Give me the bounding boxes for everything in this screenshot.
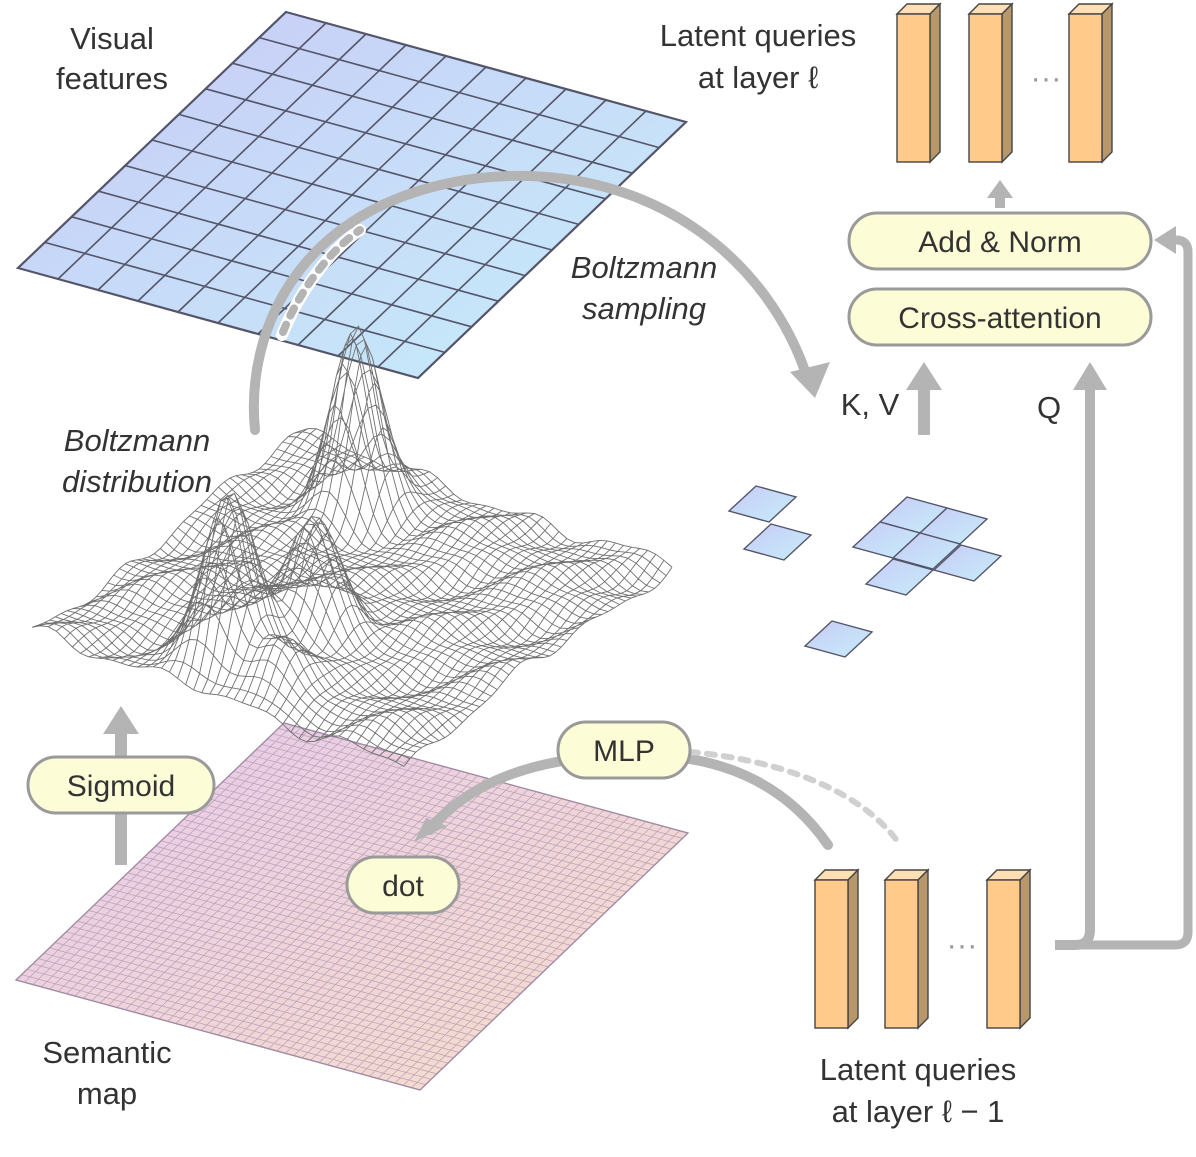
latent-top-label-line1: Latent queries [660,18,856,53]
latent-top-bar-side-face [1001,2,1013,164]
visual-features-label-line2: features [56,61,168,96]
connectors [103,170,1193,950]
wireframe-mesh-lines [31,325,673,767]
latent-top-bar-front-face [968,13,1003,163]
latent-queries-top [895,2,1114,164]
cross-attention-box: Cross-attention [847,287,1153,347]
boltzmann-distribution-label-line2: distribution [62,464,212,499]
residual-arrow [1075,235,1193,950]
residual-arrowhead [1154,226,1176,254]
sampled-patch-9 [864,558,935,596]
boltzmann-sampling-arrowhead [790,362,830,398]
boltzmann-sampling-arrow [248,170,813,435]
ellipsis-bottom: ··· [947,927,978,962]
sampled-patch-7 [891,532,962,570]
dot-box: dot [345,855,461,915]
latent-bottom-bar-front-face [814,879,849,1029]
boltzmann-distribution-surface [31,325,673,767]
add-norm-box: Add & Norm [847,211,1153,271]
semantic-map-plane [14,722,690,1091]
sigmoid-box: Sigmoid [26,755,216,815]
sampled-patch-3 [803,620,874,658]
sampled-patch-2 [742,523,813,561]
dot-label: dot [382,870,424,903]
latent-bottom-label-line2: at layer ℓ − 1 [832,1094,1005,1129]
kv-label: K, V [841,387,900,422]
latent-top-bar-side-face [1101,2,1113,164]
visual-features-label-line1: Visual [70,21,154,56]
latent-bottom-bar-2 [883,868,930,1030]
latent-bottom-bar-1 [813,868,860,1030]
ellipsis-top: ··· [1031,60,1062,95]
addnorm-up-arrowhead [987,180,1013,198]
latent-top-bar-front-face [1068,13,1103,163]
latent-bottom-bar-3 [985,868,1032,1030]
boltzmann-sampling-arrow-dotted [279,226,364,336]
mlp-arrow-dotted [687,749,901,845]
semantic-map-label-line1: Semantic [42,1035,171,1070]
kv-arrowhead [906,362,942,390]
q-arrowhead [1073,362,1107,390]
latent-top-bar-front-face [896,13,931,163]
latent-top-bar-3 [1067,2,1114,164]
sigmoid-arrowhead [103,706,139,734]
add-norm-label: Add & Norm [918,226,1081,259]
latent-bottom-bar-side-face [847,868,859,1030]
boltzmann-distribution-label-line1: Boltzmann [64,423,210,458]
latent-bottom-label-line1: Latent queries [820,1052,1016,1087]
latent-top-label-line2: at layer ℓ [698,60,818,95]
semantic-map-border [14,722,690,1091]
latent-top-bar-1 [895,2,942,164]
boltzmann-sampling-label-line2: sampling [582,291,706,326]
cross-attention-label: Cross-attention [898,302,1101,335]
boltzmann-sampling-label-line1: Boltzmann [571,250,717,285]
semantic-map-label-line2: map [77,1076,137,1111]
sampled-patch-1 [727,485,798,523]
sigmoid-label: Sigmoid [67,770,175,803]
latent-bottom-bar-front-face [986,879,1021,1029]
mlp-arrowhead [414,818,447,842]
sampled-patches [727,485,1003,658]
q-arrow [1055,385,1095,950]
mlp-box: MLP [556,720,692,780]
mlp-label: MLP [593,735,655,768]
latent-bottom-bar-front-face [884,879,919,1029]
latent-top-bar-side-face [929,2,941,164]
q-label: Q [1037,390,1061,425]
sampled-patch-8 [932,544,1003,582]
latent-bottom-bar-side-face [917,868,929,1030]
latent-bottom-bar-side-face [1019,868,1031,1030]
latent-top-bar-2 [967,2,1014,164]
latent-queries-bottom [813,868,1032,1030]
